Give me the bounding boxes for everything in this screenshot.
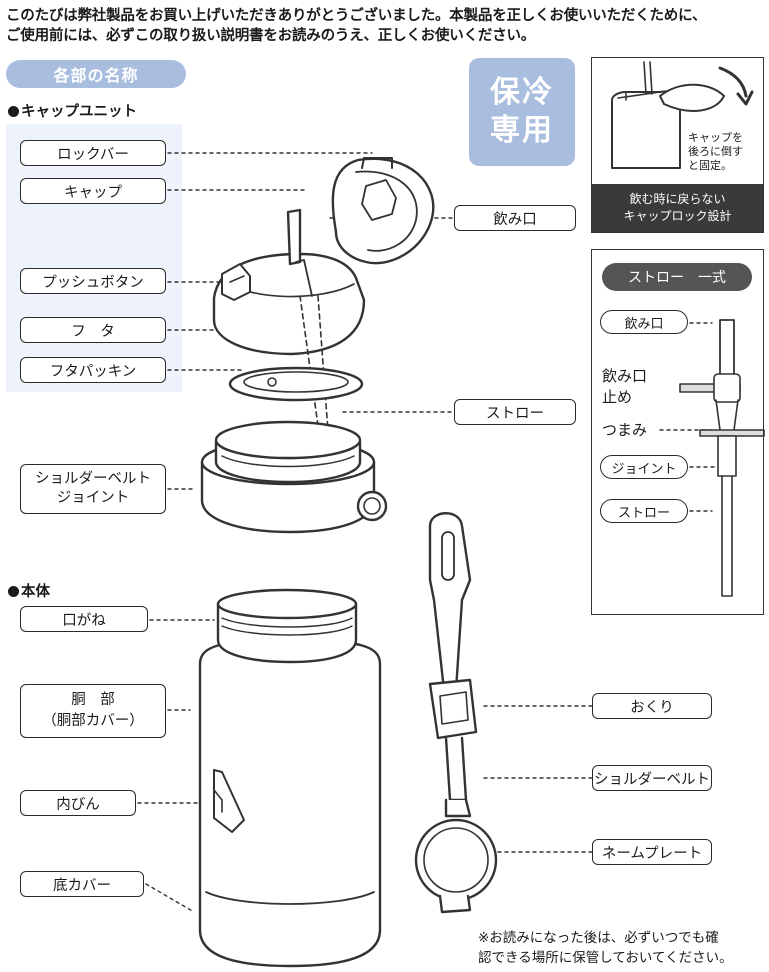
intro-line-2: ご使用前には、必ずこの取り扱い説明書をお読みのうえ、正しくお使いください。 [6, 28, 536, 44]
straw-set-stopper: 飲み口 止め [602, 366, 647, 408]
bullet-icon [8, 106, 19, 117]
intro-line-1: このたびは弊社製品をお買い上げいただきありがとうございました。本製品を正しくお使… [6, 8, 707, 24]
section-body: 本体 [8, 580, 50, 601]
footer-line-2: 認できる場所に保管しておいてください。 [478, 950, 733, 966]
label-push-button: プッシュボタン [20, 268, 166, 294]
label-shoulder-belt: ショルダーベルト [592, 765, 712, 791]
cap-lock-box: キャップを 後ろに倒す と固定。 飲む時に戻らない キャップロック設計 [591, 57, 764, 233]
straw-set-stopper-line1: 飲み口 [602, 367, 648, 385]
label-inner-bottle: 内びん [20, 790, 136, 816]
parts-heading: 各部の名称 [6, 60, 186, 88]
cold-only-badge: 保冷 専用 [469, 58, 575, 166]
label-mouth-ring: 口がね [20, 606, 148, 632]
cap-lock-note: キャップを 後ろに倒す と固定。 [688, 131, 743, 173]
cap-lock-note-line1: キャップを [688, 131, 743, 144]
label-lock-bar: ロックバー [20, 140, 166, 166]
label-strap-ring: おくり [592, 693, 712, 719]
section-body-label: 本体 [21, 584, 50, 600]
cold-only-line1: 保冷 [490, 75, 554, 110]
intro-text: このたびは弊社製品をお買い上げいただきありがとうございました。本製品を正しくお使… [6, 6, 766, 46]
straw-set-title: ストロー 一式 [602, 263, 752, 291]
label-shoulder-joint-line2: ジョイント [56, 490, 130, 506]
label-straw: ストロー [454, 399, 576, 425]
cap-lock-banner-line1: 飲む時に戻らない [629, 192, 726, 206]
cap-lock-note-line3: と固定。 [688, 159, 732, 172]
straw-set-straw: ストロー [600, 499, 688, 523]
straw-set-box: ストロー 一式 飲み口 飲み口 止め つまみ ジョイント ストロー [591, 249, 764, 615]
label-shoulder-joint-line1: ショルダーベルト [35, 471, 151, 487]
section-cap-unit-label: キャップユニット [21, 104, 137, 120]
label-name-plate: ネームプレート [592, 839, 712, 865]
cap-lock-note-line2: 後ろに倒す [688, 145, 743, 158]
straw-set-spout: 飲み口 [600, 310, 688, 334]
footer-line-1: ※お読みになった後は、必ずいつでも確 [478, 930, 719, 946]
cold-only-line2: 専用 [490, 113, 554, 148]
straw-set-knob: つまみ [602, 421, 648, 439]
footer-note: ※お読みになった後は、必ずいつでも確 認できる場所に保管しておいてください。 [478, 928, 768, 968]
straw-set-joint: ジョイント [600, 455, 688, 479]
cap-unit-panel [6, 124, 182, 392]
cap-lock-banner-line2: キャップロック設計 [623, 209, 732, 223]
bullet-icon [8, 586, 19, 597]
straw-set-stopper-line2: 止め [602, 388, 633, 406]
label-lid-packing: フタパッキン [20, 357, 166, 383]
label-shoulder-joint: ショルダーベルト ジョイント [20, 464, 166, 514]
label-spout: 飲み口 [454, 205, 576, 231]
label-body-line2: （胴部カバー） [42, 713, 144, 729]
cap-lock-banner: 飲む時に戻らない キャップロック設計 [592, 184, 763, 232]
label-cap: キャップ [20, 178, 166, 204]
label-lid: フ タ [20, 317, 166, 343]
label-body: 胴 部 （胴部カバー） [20, 684, 166, 738]
label-bottom-cover: 底カバー [20, 871, 144, 897]
section-cap-unit: キャップユニット [8, 100, 137, 121]
label-body-line1: 胴 部 [71, 692, 115, 708]
